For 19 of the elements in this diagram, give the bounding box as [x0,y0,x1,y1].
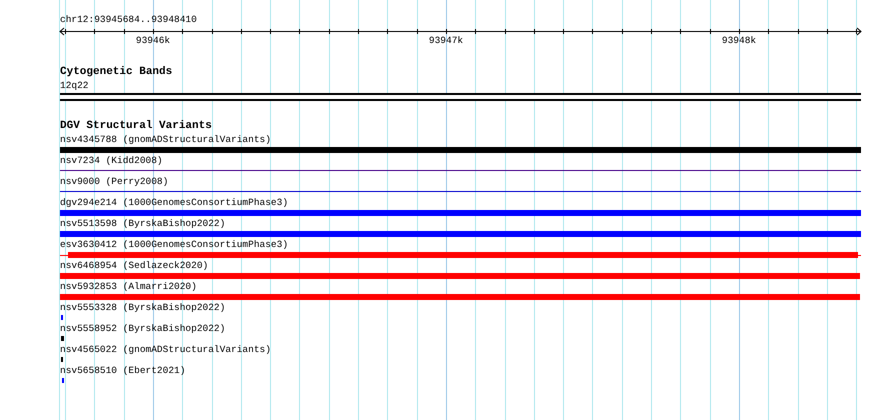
feature-label: nsv4345788 (gnomADStructuralVariants) [60,134,271,146]
feature-label: dgv294e214 (1000GenomesConsortiumPhase3) [60,197,288,209]
feature-label: nsv5553328 (ByrskaBishop2022) [60,302,226,314]
feature-label: nsv4565022 (gnomADStructuralVariants) [60,344,271,356]
band-name: 12q22 [60,80,89,92]
tick-label: 93948k [722,35,756,47]
feature-label: nsv5513598 (ByrskaBishop2022) [60,218,226,230]
location-label: chr12:93945684..93948410 [60,14,197,26]
feature-label: nsv6468954 (Sedlazeck2020) [60,260,208,272]
track-title: Cytogenetic Bands [60,66,172,79]
tick-label: 93947k [428,35,464,47]
feature-label: nsv5558952 (ByrskaBishop2022) [60,323,226,335]
feature-label: nsv9000 (Perry2008) [60,176,168,188]
feature-label: nsv5932853 (Almarri2020) [60,281,197,293]
feature-label: nsv7234 (Kidd2008) [60,155,163,167]
track-title: DGV Structural Variants [60,120,212,133]
feature-label: esv3630412 (1000GenomesConsortiumPhase3) [60,239,288,251]
tick-label: 93946k [136,35,170,47]
feature-label: nsv5658510 (Ebert2021) [60,365,186,377]
